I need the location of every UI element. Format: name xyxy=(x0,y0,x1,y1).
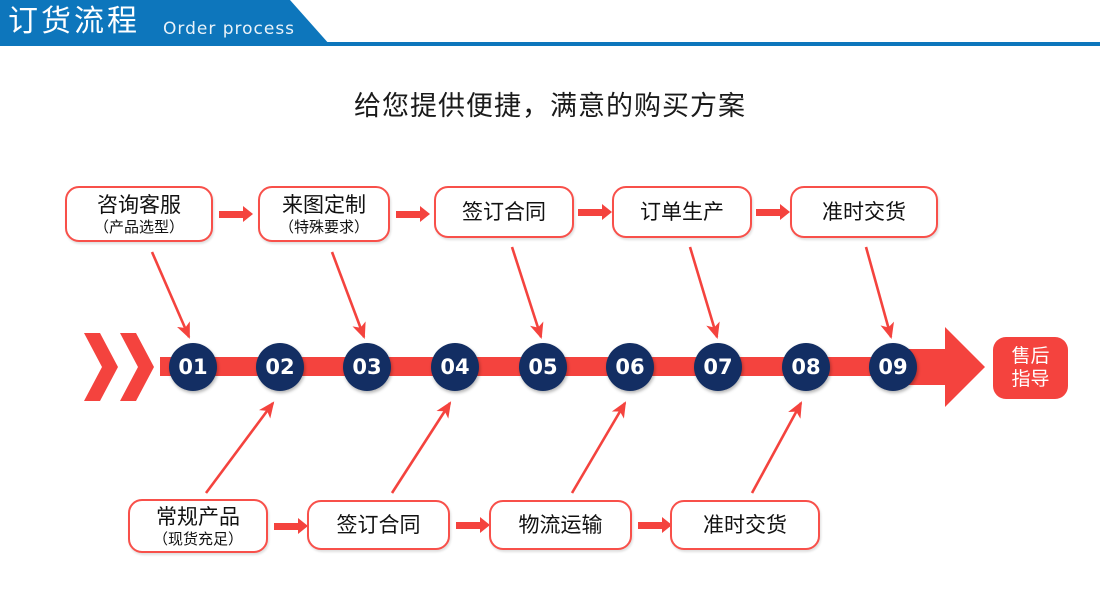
arrow-top1-to-step01 xyxy=(150,251,191,339)
arrow-bottom3-to-step06 xyxy=(570,401,627,494)
top-step-box-3: 签订合同 xyxy=(434,186,574,238)
top-step-2-line2: （特殊要求） xyxy=(278,217,369,236)
top-connector-4 xyxy=(756,204,792,220)
top-connector-1 xyxy=(219,206,255,222)
timeline-step-02[interactable]: 02 xyxy=(256,343,304,391)
bottom-connector-2 xyxy=(456,517,492,533)
timeline-step-01[interactable]: 01 xyxy=(169,343,217,391)
arrow-top2-to-step03 xyxy=(330,251,366,339)
timeline-step-09[interactable]: 09 xyxy=(869,343,917,391)
timeline-step-04[interactable]: 04 xyxy=(431,343,479,391)
bottom-step-3-line1: 物流运输 xyxy=(518,513,603,537)
bottom-connector-1 xyxy=(274,518,310,534)
arrow-bottom1-to-step02 xyxy=(204,401,275,494)
top-connector-2 xyxy=(396,206,432,222)
timeline-step-08[interactable]: 08 xyxy=(782,343,830,391)
top-step-2-line1: 来图定制 xyxy=(282,192,366,217)
after-sales-line2: 指导 xyxy=(1011,368,1050,390)
timeline-arrowhead xyxy=(905,327,985,407)
top-step-box-2: 来图定制 （特殊要求） xyxy=(258,186,390,242)
timeline-step-06[interactable]: 06 xyxy=(606,343,654,391)
arrow-top3-to-step05 xyxy=(510,246,544,339)
top-step-box-5: 准时交货 xyxy=(790,186,938,238)
bottom-step-box-2: 签订合同 xyxy=(307,500,450,550)
top-connector-3 xyxy=(578,204,614,220)
after-sales-badge: 售后 指导 xyxy=(993,337,1068,399)
timeline-step-07[interactable]: 07 xyxy=(694,343,742,391)
page-subtitle: 给您提供便捷，满意的购买方案 xyxy=(354,91,746,122)
bottom-connector-3 xyxy=(638,517,674,533)
bottom-step-box-4: 准时交货 xyxy=(670,500,820,550)
top-step-box-4: 订单生产 xyxy=(612,186,752,238)
top-step-box-1: 咨询客服 （产品选型） xyxy=(65,186,213,242)
page-title-en: Order process xyxy=(163,19,296,39)
timeline-step-03[interactable]: 03 xyxy=(343,343,391,391)
top-step-4-line1: 订单生产 xyxy=(640,200,724,224)
bottom-step-1-line2: （现货充足） xyxy=(152,529,243,548)
banner-shape xyxy=(0,0,330,45)
top-step-5-line1: 准时交货 xyxy=(822,200,906,224)
arrow-top4-to-step07 xyxy=(688,246,720,339)
page-title-cn: 订货流程 xyxy=(8,4,140,39)
after-sales-line1: 售后 xyxy=(1011,345,1050,367)
arrow-bottom4-to-step08 xyxy=(750,401,803,494)
arrow-top5-to-step09 xyxy=(864,246,895,340)
timeline-step-05[interactable]: 05 xyxy=(519,343,567,391)
banner-underline xyxy=(0,42,1100,46)
top-step-1-line2: （产品选型） xyxy=(93,217,184,236)
bottom-step-box-3: 物流运输 xyxy=(489,500,632,550)
bottom-step-4-line1: 准时交货 xyxy=(703,513,787,537)
timeline-chevron-1 xyxy=(84,333,118,401)
top-step-3-line1: 签订合同 xyxy=(462,200,546,224)
top-step-1-line1: 咨询客服 xyxy=(97,192,181,217)
bottom-step-2-line1: 签订合同 xyxy=(336,513,421,537)
bottom-step-1-line1: 常规产品 xyxy=(156,504,240,529)
timeline-chevron-2 xyxy=(120,333,154,401)
arrow-bottom2-to-step04 xyxy=(390,401,452,494)
header-banner: 订货流程 Order process xyxy=(0,0,1100,52)
bottom-step-box-1: 常规产品 （现货充足） xyxy=(128,499,268,553)
